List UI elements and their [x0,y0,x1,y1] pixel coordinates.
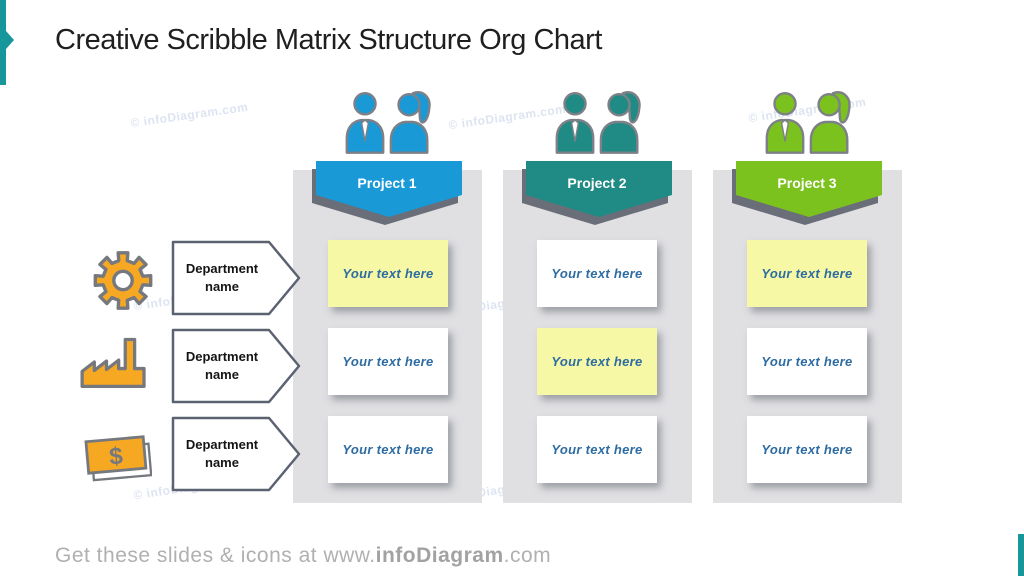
accent-bar-bottom-right [1018,534,1024,576]
department-name: Department name [185,437,259,470]
project-name: Project 1 [357,175,417,191]
svg-text:$: $ [108,443,124,471]
page-title: Creative Scribble Matrix Structure Org C… [55,24,602,56]
footer-brand: infoDiagram [375,544,504,567]
team-people-icon [555,91,641,154]
footer-suffix: .com [503,544,552,567]
watermark: © infoDiagram.com [447,101,568,133]
factory-icon [80,337,146,389]
text-placeholder[interactable]: Your text here [747,328,867,395]
accent-chevron-icon [6,31,14,49]
project-banner[interactable] [522,161,672,225]
text-placeholder[interactable]: Your text here [537,328,657,395]
text-placeholder[interactable]: Your text here [747,240,867,307]
text-placeholder[interactable]: Your text here [537,416,657,483]
gear-icon [93,251,153,310]
project-banner[interactable] [312,161,462,225]
footer-credit: Get these slides & icons at www.infoDiag… [55,544,551,568]
money-icon: $ [84,435,152,482]
team-people-icon [765,91,851,154]
project-name: Project 3 [777,175,837,191]
footer-prefix: Get these slides & icons at www. [55,544,376,567]
text-placeholder[interactable]: Your text here [328,240,448,307]
department-name: Department name [185,349,259,382]
department-name: Department name [185,261,259,294]
watermark: © infoDiagram.com [129,99,250,131]
project-banner[interactable] [732,161,882,225]
text-placeholder[interactable]: Your text here [328,328,448,395]
text-placeholder[interactable]: Your text here [747,416,867,483]
team-people-icon [345,91,431,154]
accent-bar-top-left [0,0,6,85]
text-placeholder[interactable]: Your text here [328,416,448,483]
project-name: Project 2 [567,175,627,191]
text-placeholder[interactable]: Your text here [537,240,657,307]
